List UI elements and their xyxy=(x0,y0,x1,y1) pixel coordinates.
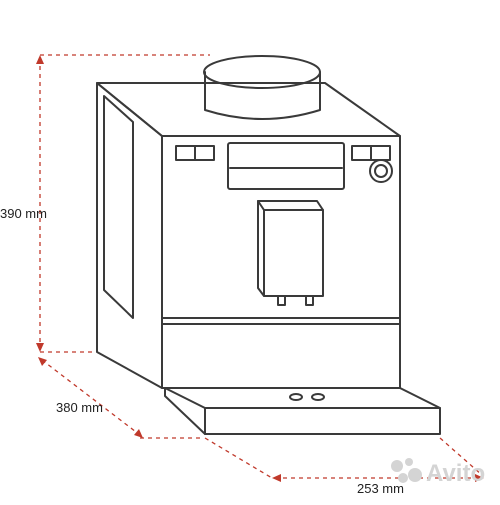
machine-side-face xyxy=(96,82,163,389)
depth-label: 380 mm xyxy=(56,400,103,415)
height-label: 390 mm xyxy=(0,206,47,221)
depth-arrow-end xyxy=(134,429,143,438)
bean-hopper-lid xyxy=(203,55,321,89)
spout-right xyxy=(305,295,314,306)
width-extension-right xyxy=(439,437,483,476)
width-label: 253 mm xyxy=(357,481,404,496)
height-arrow-top xyxy=(36,55,44,64)
rotary-knob xyxy=(369,159,393,183)
machine-top-face xyxy=(96,82,401,137)
height-arrow-bottom xyxy=(36,343,44,352)
machine-side-panel xyxy=(103,95,134,319)
width-arrow-right xyxy=(475,474,484,482)
width-extension-left xyxy=(204,437,273,479)
bean-hopper xyxy=(204,71,321,120)
coffee-outlet xyxy=(257,200,324,297)
display-screen xyxy=(227,142,345,190)
width-arrow-left xyxy=(272,474,281,482)
avito-logo-icon: Avito xyxy=(391,458,485,487)
tray-hole-left xyxy=(289,393,303,401)
svg-text:Avito: Avito xyxy=(426,460,485,487)
depth-dimension-line xyxy=(41,359,141,436)
tray-hole-right xyxy=(311,393,325,401)
spout-left xyxy=(277,295,286,306)
depth-arrow-start xyxy=(38,357,47,366)
avito-watermark: Avito xyxy=(388,452,500,492)
machine-front-face xyxy=(161,135,401,389)
